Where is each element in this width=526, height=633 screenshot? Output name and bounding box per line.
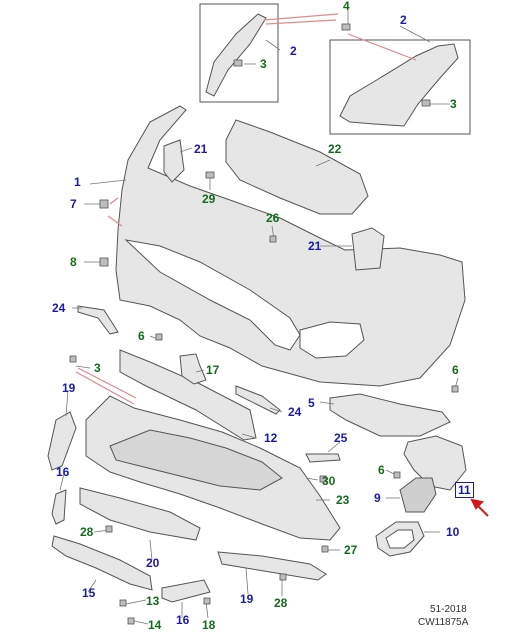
- callout-26: 26: [266, 211, 280, 225]
- callout-21: 21: [194, 142, 208, 156]
- bumper-beam-part: [225, 119, 369, 215]
- lower-strip-12: [119, 349, 257, 441]
- detail-box-right: [329, 39, 471, 135]
- bracket-5: [329, 393, 451, 437]
- callout-15: 15: [82, 586, 96, 600]
- callout-24: 24: [52, 301, 66, 315]
- callout-19: 19: [240, 592, 254, 606]
- callout-10: 10: [446, 525, 460, 539]
- strip-19-right: [217, 551, 327, 581]
- callout-3: 3: [450, 97, 457, 111]
- trim-24-left: [77, 305, 119, 335]
- callout-5: 5: [308, 396, 315, 410]
- side-19-left: [47, 411, 77, 471]
- callout-2: 2: [290, 44, 297, 58]
- callout-13: 13: [146, 594, 160, 608]
- part-17-sensor: [179, 353, 207, 385]
- callout-29: 29: [202, 192, 216, 206]
- part-16-left: [51, 489, 67, 525]
- highlight-arrow: [470, 498, 489, 517]
- callout-6: 6: [138, 329, 145, 343]
- bracket-21-upper: [163, 139, 185, 183]
- callout-7: 7: [70, 197, 77, 211]
- front-strip-15: [51, 535, 153, 591]
- grille-side-duct-part: [205, 13, 267, 97]
- fog-lamp-opening: [299, 321, 365, 359]
- callout-17: 17: [206, 363, 220, 377]
- callout-2: 2: [400, 13, 407, 27]
- air-duct-part: [339, 43, 459, 127]
- callout-23: 23: [336, 493, 350, 507]
- mesh-9: [399, 477, 437, 513]
- callout-1: 1: [74, 175, 81, 189]
- detail-box-left: [199, 3, 279, 103]
- callout-6: 6: [378, 463, 385, 477]
- callout-3: 3: [260, 57, 267, 71]
- callout-28: 28: [80, 525, 94, 539]
- callout-18: 18: [202, 618, 216, 632]
- callout-9: 9: [374, 491, 381, 505]
- trim-24-right: [235, 385, 281, 415]
- callout-22: 22: [328, 142, 342, 156]
- part-25: [305, 453, 341, 463]
- callout-3: 3: [94, 361, 101, 375]
- part-16-bottom: [161, 579, 211, 603]
- callout-30: 30: [322, 474, 336, 488]
- lower-cover-20: [79, 487, 201, 541]
- callout-12: 12: [264, 431, 278, 445]
- callout-28: 28: [274, 596, 288, 610]
- callout-8: 8: [70, 255, 77, 269]
- bracket-21-right: [351, 227, 385, 271]
- callout-21: 21: [308, 239, 322, 253]
- callout-4: 4: [343, 0, 350, 13]
- callout-6: 6: [452, 363, 459, 377]
- bumper-cover-part: [115, 105, 466, 387]
- footer-drawing-id: CW11875A: [418, 617, 469, 628]
- callout-11-highlighted: 11: [455, 482, 474, 498]
- callout-19: 19: [62, 381, 76, 395]
- callout-16: 16: [176, 613, 190, 627]
- callout-25: 25: [334, 431, 348, 445]
- callout-16: 16: [56, 465, 70, 479]
- housing-11: [403, 435, 467, 491]
- callout-14: 14: [148, 618, 162, 632]
- callout-27: 27: [344, 543, 358, 557]
- callout-20: 20: [146, 556, 160, 570]
- callout-24: 24: [288, 405, 302, 419]
- bumper-grille-opening: [124, 239, 301, 351]
- footer-date-code: 51-2018: [430, 604, 467, 615]
